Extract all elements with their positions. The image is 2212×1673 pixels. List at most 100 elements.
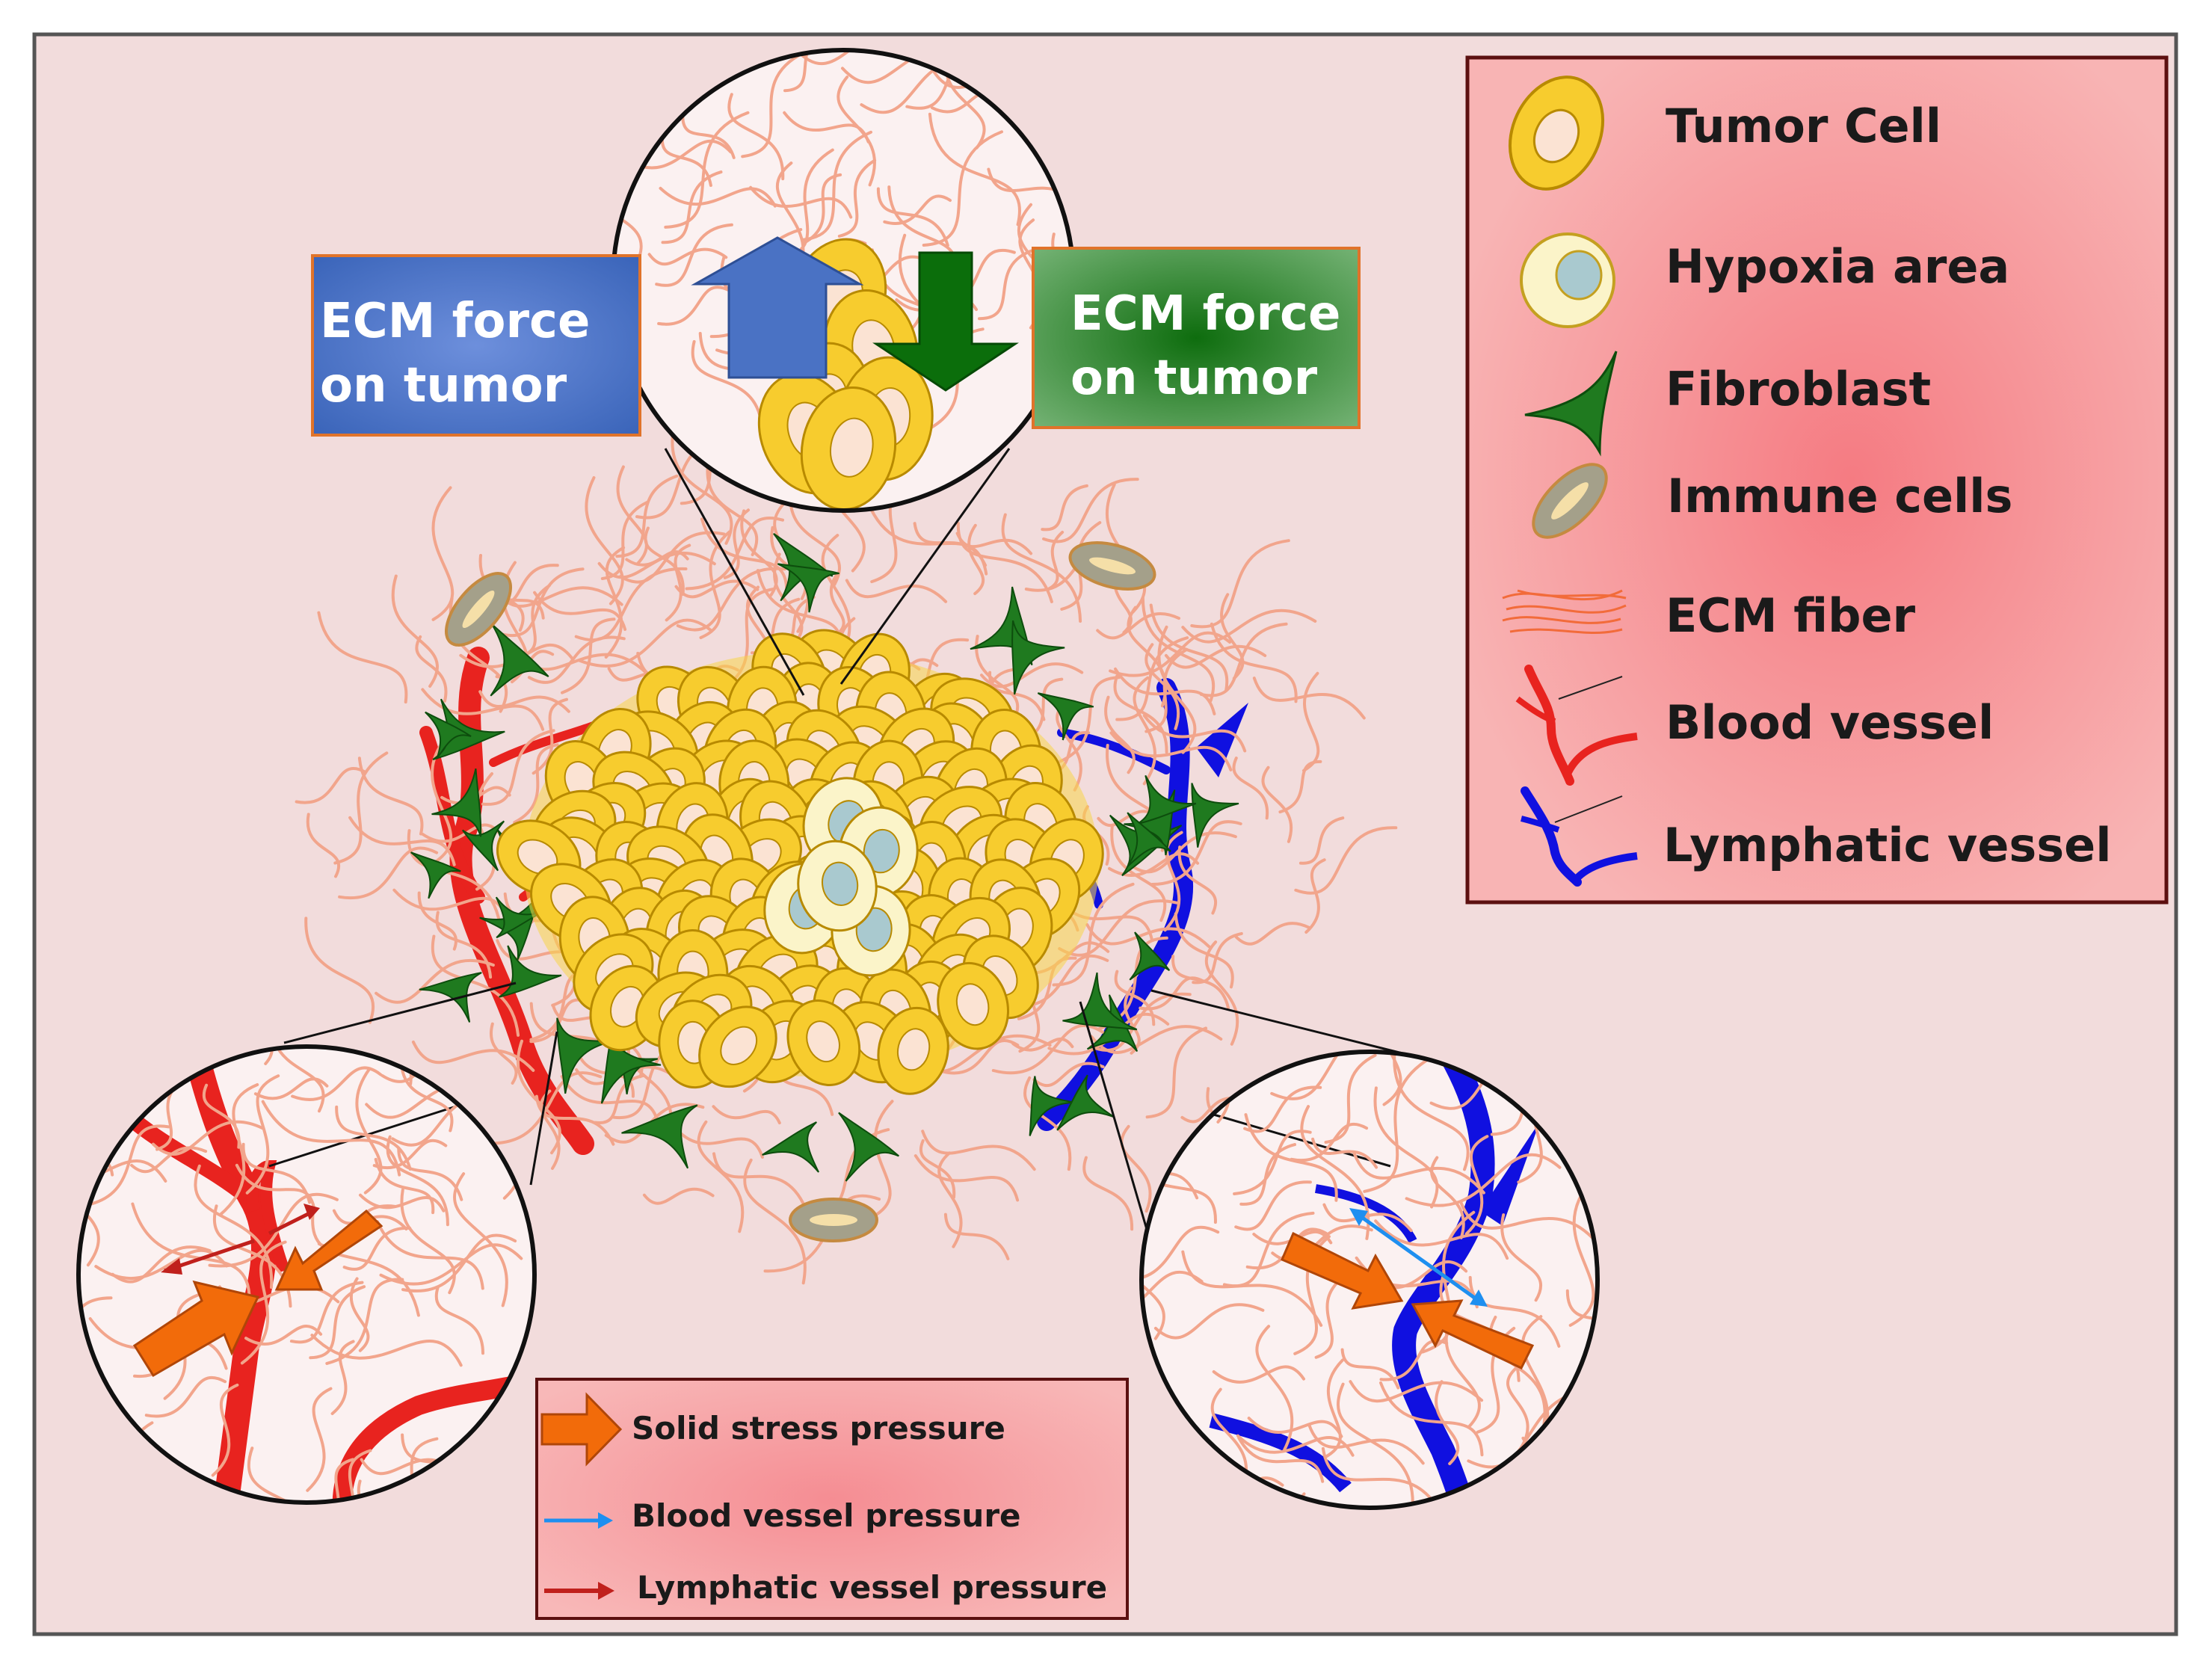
- ecm-fiber: [1349, 1380, 1484, 1403]
- ecm-fiber: [647, 247, 728, 266]
- ecm-fiber: [671, 1122, 764, 1159]
- ecm-fiber: [478, 690, 570, 713]
- ecm-fiber: [1142, 1144, 1217, 1224]
- ecm-fiber: [1459, 1200, 1598, 1248]
- ecm-fiber: [417, 891, 458, 951]
- ecm-fiber: [513, 743, 559, 825]
- ecm-fiber: [1233, 1130, 1312, 1195]
- ecm-fiber: [1352, 1152, 1485, 1195]
- ecm-fiber: [78, 1118, 100, 1267]
- ecm-fiber: [1236, 1434, 1355, 1457]
- ecm-fiber: [783, 50, 831, 93]
- solid-stress-arrow-icon: [274, 1209, 383, 1291]
- ecm-fiber: [1144, 643, 1180, 730]
- ecm-fiber: [342, 1226, 412, 1271]
- ecm-fiber: [1120, 1124, 1152, 1213]
- ecm-fiber: [1243, 1085, 1322, 1133]
- ecm-fiber: [1150, 820, 1242, 886]
- ecm-fiber: [921, 1130, 1036, 1171]
- ecm-fiber: [1041, 484, 1088, 532]
- fibroblast: [419, 972, 482, 1023]
- pressure-legend-panel: Solid stress pressure Blood vessel press…: [535, 1378, 1129, 1620]
- ecm-fiber: [1042, 478, 1139, 543]
- ecm-fiber: [661, 170, 723, 244]
- fibroblast: [1037, 692, 1094, 741]
- ecm-fiber: [741, 51, 806, 158]
- ecm-fiber: [289, 1281, 364, 1344]
- ecm-fiber: [1124, 986, 1141, 1055]
- fibroblast: [1127, 812, 1171, 867]
- ecm-fiber: [1314, 1275, 1346, 1359]
- fibroblast: [777, 563, 839, 613]
- ecm-fiber: [1133, 676, 1156, 786]
- ecm-fiber: [411, 1040, 535, 1072]
- ecm-fiber: [247, 1446, 327, 1503]
- ecm-fiber: [1244, 1113, 1338, 1202]
- ecm-fiber: [1261, 765, 1293, 843]
- fibroblast: [490, 623, 549, 697]
- ecm-fiber: [659, 186, 777, 208]
- ecm-force-box-right: ECM force on tumor: [1032, 247, 1361, 429]
- ecm-fiber: [379, 1243, 523, 1286]
- legend-panel: Tumor Cell Hypoxia area Fibroblast Immun…: [1465, 55, 2169, 905]
- hypoxia-cell: [797, 839, 878, 932]
- ecm-fiber: [1234, 922, 1311, 946]
- ecm-fiber: [988, 671, 1046, 721]
- ecm-fiber: [235, 1163, 316, 1213]
- ecm-fiber: [1252, 677, 1366, 720]
- fibroblast: [1191, 783, 1239, 848]
- ecm-fiber: [211, 1383, 239, 1477]
- ecm-fiber: [1053, 676, 1121, 765]
- fibroblast: [1062, 972, 1138, 1031]
- ecm-fiber: [144, 1375, 227, 1418]
- ecm-fiber: [697, 1120, 745, 1233]
- ecm-fiber: [1393, 1054, 1470, 1171]
- ecm-fiber: [1164, 644, 1267, 669]
- ecm-fiber: [1232, 757, 1269, 820]
- ecm-fiber: [397, 1146, 463, 1201]
- ecm-fiber: [1255, 1325, 1294, 1452]
- ecm-fiber: [1181, 608, 1317, 644]
- ecm-fiber: [501, 567, 585, 638]
- ecm-fiber: [330, 1340, 355, 1415]
- fibroblast-icon: [1524, 351, 1618, 457]
- fibroblast: [410, 851, 461, 899]
- ecm-fiber: [415, 635, 448, 703]
- solid-stress-arrow-icon: [1281, 1231, 1404, 1310]
- force-label-right-line1: ECM force: [1070, 286, 1340, 342]
- pressure-label-blood-vessel: Blood vessel pressure: [632, 1497, 1021, 1534]
- ecm-fiber: [700, 517, 789, 594]
- ecm-fiber: [271, 1047, 325, 1113]
- ecm-fiber: [194, 1164, 274, 1290]
- ecm-fiber: [81, 1124, 170, 1207]
- solid-stress-arrow-icon: [132, 1280, 260, 1378]
- blood-vessel-zoom-circle: [76, 1044, 537, 1505]
- ecm-fiber: [1163, 831, 1183, 932]
- ecm-fiber: [1321, 1446, 1444, 1508]
- ecm-fiber: [533, 591, 627, 631]
- ecm-fiber: [1373, 1086, 1439, 1209]
- ecm-fiber: [604, 546, 626, 659]
- fibroblast: [762, 1121, 819, 1173]
- fibroblast: [1136, 774, 1197, 825]
- ecm-fiber: [1290, 1122, 1369, 1162]
- ecm-fiber: [1302, 671, 1320, 772]
- ecm-fiber: [665, 543, 691, 622]
- ecm-fiber: [870, 1100, 894, 1219]
- ecm-fiber: [1145, 1026, 1208, 1119]
- fibroblast: [621, 1104, 698, 1169]
- ecm-fiber: [151, 1120, 264, 1156]
- ecm-fiber: [919, 1139, 956, 1199]
- legend-label-tumor-cell: Tumor Cell: [1666, 99, 1941, 153]
- ecm-fiber: [642, 1187, 715, 1205]
- ecm-fiber: [801, 130, 872, 241]
- ecm-fiber: [1237, 1436, 1325, 1483]
- ecm-fiber: [837, 76, 876, 187]
- ecm-fiber: [1058, 899, 1179, 957]
- ecm-fiber: [490, 1022, 518, 1085]
- ecm-force-box-left: ECM force on tumor: [311, 254, 641, 437]
- tumor-cell-icon: [1508, 76, 1605, 191]
- ecm-fiber: [400, 1188, 456, 1295]
- ecm-fiber: [1142, 714, 1247, 753]
- ecm-fiber: [539, 1089, 561, 1170]
